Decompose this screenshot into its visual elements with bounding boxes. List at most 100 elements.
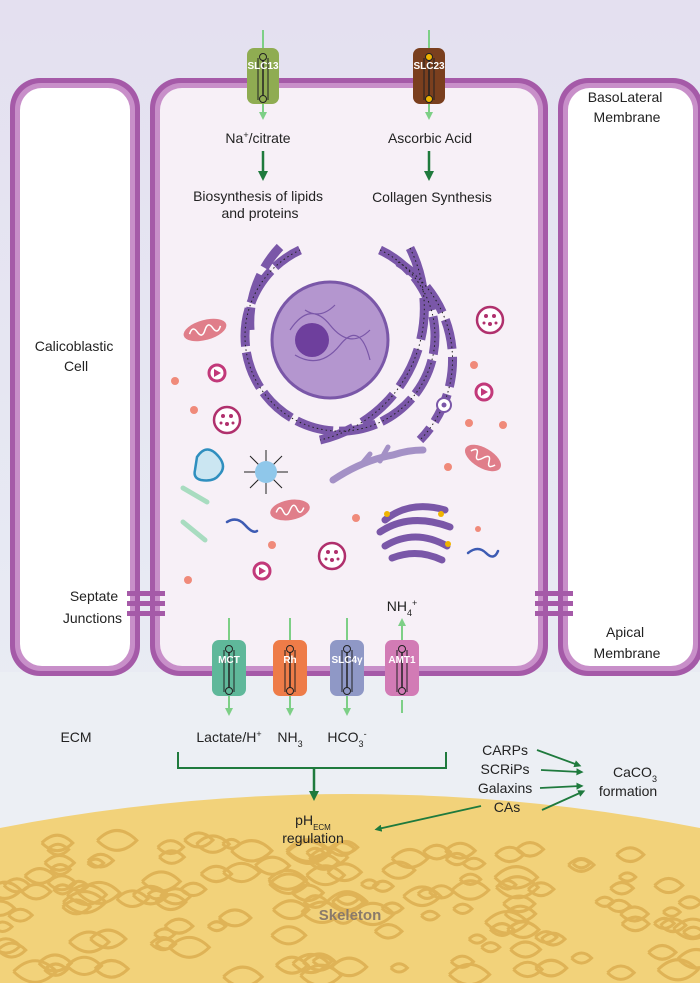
skeleton-pore (420, 909, 441, 922)
skeleton-pore (146, 888, 167, 901)
skeleton-pore (452, 902, 475, 915)
skeleton-pore (272, 899, 311, 921)
skeleton-pore (534, 958, 569, 978)
skeleton-pore (254, 855, 292, 876)
skeleton-pore (331, 892, 366, 912)
skeleton-pore (199, 864, 234, 884)
calicoblastic-label-1: Calicoblastic (35, 338, 114, 354)
protein-galaxins: Galaxins (478, 780, 532, 796)
skeleton-pore (141, 870, 183, 893)
skeleton-pore (676, 948, 700, 970)
na-citrate-label: Na+/citrate (225, 130, 290, 146)
svg-text:Apical Membrane: Apical Membrane (594, 624, 661, 661)
skeleton-pore (40, 833, 75, 853)
skeleton-pore (677, 895, 700, 910)
slc13-transporter: SLC13 (247, 30, 279, 120)
ph-bracket (177, 752, 447, 801)
skeleton-pore (509, 940, 543, 959)
skeleton-pore (594, 895, 617, 908)
transporter-rh: Rh (273, 618, 307, 716)
skeleton-pore (46, 842, 71, 857)
skeleton-pore (12, 959, 59, 983)
skeleton-pore (515, 841, 546, 858)
ascorbic-acid-label: Ascorbic Acid (388, 130, 472, 146)
skeleton-pore (163, 917, 196, 935)
calicoblastic-label-2: Cell (64, 358, 88, 374)
hco3-label: HCO3- (327, 729, 366, 749)
skeleton-pore (422, 843, 453, 861)
skeleton-pore (350, 901, 397, 927)
skeleton-pore (653, 876, 685, 895)
skeleton-pore (183, 831, 216, 849)
skeleton-pore (268, 872, 311, 895)
skeleton-pore (480, 941, 502, 954)
skeleton-pore (221, 837, 243, 850)
skeleton-pore (450, 879, 491, 901)
golgi-apparatus (376, 503, 454, 564)
skeleton-pore (609, 881, 636, 896)
septate-label-2: Junctions (63, 610, 122, 626)
skeleton-pore (0, 920, 15, 933)
skeleton-pore (360, 878, 380, 890)
skeleton-pore (493, 865, 540, 890)
skeleton-pore (305, 864, 347, 887)
skeleton-pore (570, 951, 594, 965)
skeleton-pore (653, 916, 677, 930)
skeleton-pore (115, 889, 151, 909)
svg-text:Septate Junctions: Septate Junctions (63, 588, 122, 626)
skeleton-pore (327, 840, 357, 857)
transporter-label: SLC4γ (331, 655, 363, 666)
protein-scrips: SCRiPs (481, 761, 530, 777)
skeleton-pore (656, 958, 700, 982)
basolateral-label-1: BasoLateral (588, 89, 663, 105)
skeleton-pore (66, 883, 109, 906)
cytoskeleton (180, 444, 500, 558)
skeleton-pore (647, 943, 679, 961)
ecm-label: ECM (60, 729, 91, 745)
skeleton-pore (489, 922, 516, 937)
skeleton-pore (416, 887, 439, 900)
skeleton-pore (195, 834, 232, 854)
skeleton-pore (7, 907, 35, 923)
skeleton-label: Skeleton (319, 907, 382, 924)
skeleton-pore (68, 930, 112, 954)
lactate-label: Lactate/H+ (196, 729, 261, 745)
skeleton-pore (502, 894, 537, 914)
collagen-label: Collagen Synthesis (372, 189, 492, 205)
protein-carps: CARPs (482, 742, 528, 758)
skeleton-pore (291, 883, 326, 903)
skeleton-pore (300, 900, 345, 925)
protein-cas: CAs (494, 799, 520, 815)
biosynthesis-label-2: and proteins (221, 205, 298, 221)
skeleton-pore (389, 962, 410, 974)
svg-text:Calicoblastic Cell: Calicoblastic Cell (35, 338, 117, 374)
slc13-label: SLC13 (247, 61, 279, 72)
skeleton-pore (217, 908, 253, 928)
skeleton-pore (672, 917, 700, 941)
skeleton-pore (497, 879, 518, 891)
skeleton-pore (311, 954, 334, 968)
skeleton-pore (512, 960, 545, 979)
vesicles (207, 305, 505, 581)
skeleton-pore (43, 962, 70, 977)
skeleton-pore (606, 964, 637, 981)
skeleton-pore (540, 931, 568, 947)
svg-text:Biosynthesis of lipids and: Biosynthesis of lipids and proteins (193, 188, 327, 221)
skeleton-pore (65, 955, 104, 976)
right-cell (558, 78, 700, 676)
biosynthesis-label-1: Biosynthesis of lipids (193, 188, 323, 204)
skeleton-pore (0, 941, 28, 959)
skeleton-pore (61, 898, 93, 916)
nh3-label: NH3 (277, 729, 302, 749)
skeleton-pore (534, 930, 559, 944)
slc23-label: SLC23 (413, 61, 445, 72)
skeleton-pore (495, 875, 541, 900)
skeleton-pore (381, 860, 417, 880)
caco3-label: CaCO3 (613, 764, 657, 784)
svg-text:CARPs SCRiPs Galaxins: CARPs SCRiPs Galaxins CAs (478, 742, 536, 815)
skeleton-pore (0, 899, 17, 917)
protein-arrows (374, 749, 586, 832)
skeleton-pore (620, 915, 652, 933)
skeleton-pore (149, 935, 178, 952)
